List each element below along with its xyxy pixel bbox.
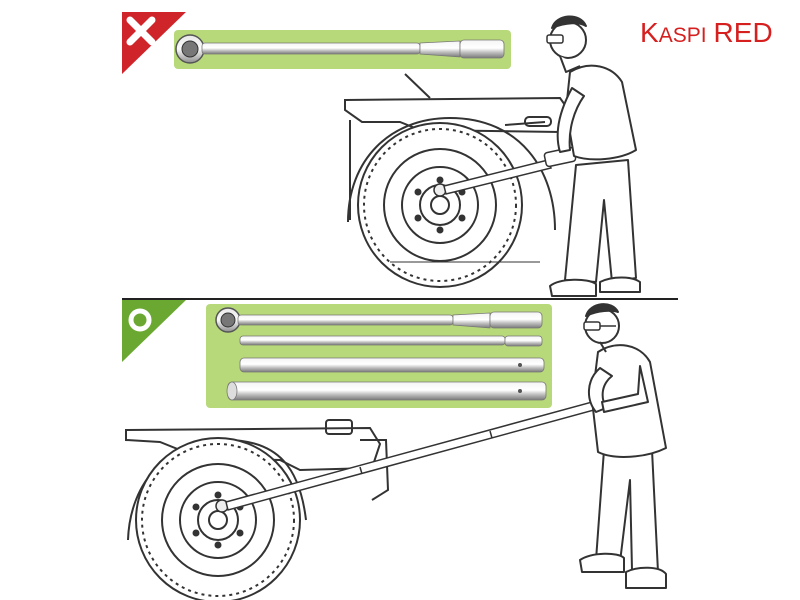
extension-bar-icon [239, 357, 545, 373]
wrench-in-use-wrong [433, 146, 577, 197]
right-method-panel [122, 300, 667, 600]
brand-second: RED [714, 17, 773, 48]
torque-wrench-icon [175, 34, 505, 64]
circle-icon [128, 308, 152, 332]
extension-bar-icon [226, 381, 547, 401]
truck-wheel-icon [344, 73, 572, 288]
right-badge [122, 300, 186, 362]
cross-icon [126, 16, 156, 46]
brand-logo: KASPI RED [640, 17, 773, 48]
brand-rest: ASPI [659, 24, 707, 47]
torque-wrench-icon [215, 307, 543, 333]
mechanic-figure-icon [579, 303, 667, 589]
mechanic-figure-icon [546, 15, 641, 297]
wrong-method-panel: KASPI RED [122, 12, 773, 297]
wrong-badge [122, 12, 186, 74]
extension-bar-icon [239, 335, 543, 347]
truck-wheel-icon [125, 419, 390, 600]
brand-initial: K [640, 17, 659, 48]
